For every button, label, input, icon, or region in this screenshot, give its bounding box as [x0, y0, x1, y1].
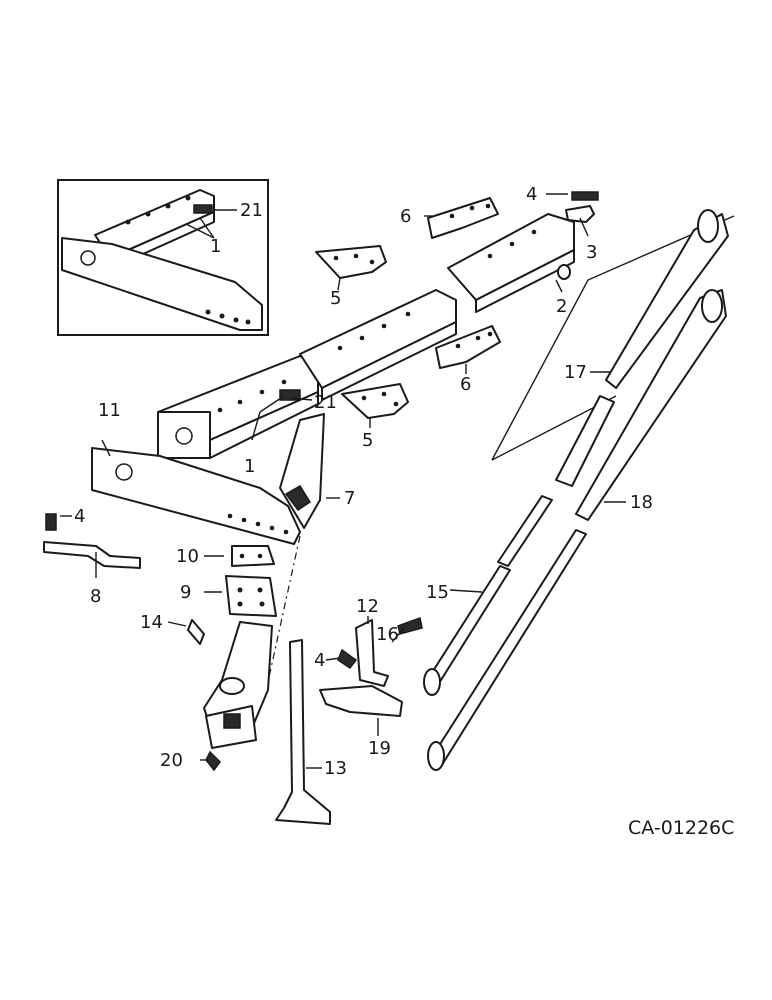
callout-9: 9 [180, 582, 191, 603]
callout-14: 14 [140, 612, 163, 633]
mount-base-slot [223, 713, 241, 729]
rear-tube-side [475, 249, 575, 313]
pad-10 [231, 545, 275, 567]
inset-decal [193, 204, 213, 214]
callout-5-lower: 5 [362, 430, 373, 451]
mid-tube-side [321, 321, 457, 401]
bracket-12 [355, 619, 389, 687]
drawing-code: CA-01226C [628, 817, 734, 839]
arm-18-clevis [701, 289, 723, 323]
callout-5-upper: 5 [330, 288, 341, 309]
washer-2 [557, 264, 571, 280]
front-tube-end-hole [175, 427, 193, 445]
spring-16 [397, 616, 423, 635]
tube-holes [217, 229, 537, 413]
mid-tube [299, 289, 457, 389]
bracket-5-upper [315, 245, 387, 279]
arm-15-upper [497, 495, 553, 567]
bolt-4-top [571, 191, 599, 201]
arm-17-upper [605, 213, 729, 389]
arm-15-end [423, 668, 441, 696]
callout-16: 16 [376, 624, 399, 645]
plate-11-hole [115, 463, 133, 481]
inset-callout-1: 1 [210, 236, 221, 257]
callout-4-left: 4 [74, 506, 85, 527]
inset-leader-1 [185, 217, 215, 239]
clip-3 [565, 205, 595, 223]
inset-holes [125, 195, 251, 325]
callout-12: 12 [356, 596, 379, 617]
callout-20: 20 [160, 750, 183, 771]
callout-4-mid: 4 [314, 650, 325, 671]
spindle-bearing [219, 677, 245, 695]
arm-18-upper [575, 289, 727, 521]
callout-7: 7 [344, 488, 355, 509]
arm-18-end [427, 741, 445, 771]
callout-13: 13 [324, 758, 347, 779]
inset-plate-hole [80, 250, 96, 266]
arm-17-lower [555, 395, 615, 487]
callout-3: 3 [586, 242, 597, 263]
bolt-4-left [45, 513, 57, 531]
bracket-5-lower [341, 383, 409, 419]
callout-labels: 1 21 2 3 4 5 5 6 6 7 8 9 10 11 12 13 14 … [74, 184, 653, 779]
callout-19: 19 [368, 738, 391, 759]
callout-11: 11 [98, 400, 121, 421]
inset-callout-21: 21 [240, 200, 263, 221]
leader-lines [60, 193, 626, 769]
callout-1: 1 [244, 456, 255, 477]
plate-9 [225, 575, 277, 617]
callout-8: 8 [90, 586, 101, 607]
bracket-6-upper [427, 197, 499, 239]
shank-13 [275, 639, 331, 825]
callout-4-top: 4 [526, 184, 537, 205]
rear-tube [447, 213, 575, 301]
inset-detail: 21 1 [57, 179, 269, 336]
callout-2: 2 [556, 296, 567, 317]
front-tube-decal [279, 389, 301, 401]
strap-8 [43, 541, 141, 569]
callout-6-lower: 6 [460, 374, 471, 395]
main-tube-assembly [157, 213, 575, 459]
callout-21: 21 [314, 392, 337, 413]
inset-plate [61, 237, 263, 331]
side-plate-11 [91, 447, 301, 545]
callout-17: 17 [564, 362, 587, 383]
arm-17-clevis [697, 209, 719, 243]
upright-7-slot [284, 484, 312, 512]
arm-17-outline-a [491, 215, 735, 461]
callout-18: 18 [630, 492, 653, 513]
bar-19 [319, 685, 403, 717]
clip-14 [187, 619, 205, 645]
inset-frame [57, 179, 269, 336]
bolt-20 [205, 750, 221, 772]
bolt-4-mid [337, 648, 358, 670]
callout-15: 15 [426, 582, 449, 603]
callout-10: 10 [176, 546, 199, 567]
callout-6-upper: 6 [400, 206, 411, 227]
bracket-6-lower [435, 325, 501, 369]
